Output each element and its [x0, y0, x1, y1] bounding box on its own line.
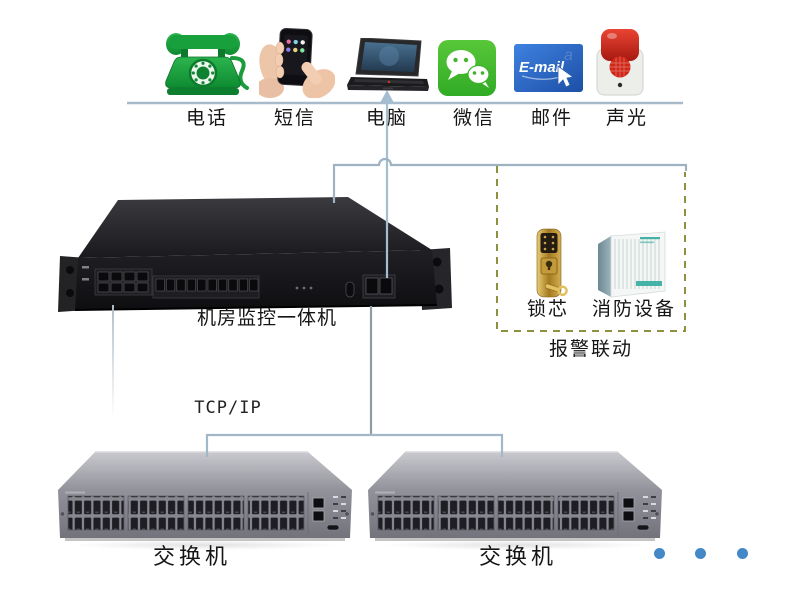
switch-right-image	[365, 448, 668, 545]
cursor-arrow-icon	[557, 65, 575, 88]
lock-label: 锁芯	[526, 299, 570, 320]
laptop-icon	[347, 38, 429, 91]
monitor-appliance-image	[58, 197, 452, 312]
slide-dot	[654, 548, 665, 559]
tcpip-label: TCP/IP	[194, 398, 262, 418]
switch-shadow	[70, 540, 340, 550]
email-icon: a E-mail	[514, 44, 583, 92]
svg-text:a: a	[564, 47, 573, 64]
channel-label-computer: 电脑	[365, 108, 409, 129]
lock-cylinder-icon	[536, 228, 568, 298]
channel-label-alarm: 声光	[605, 108, 649, 129]
monitor-appliance-label: 机房监控一体机	[196, 308, 338, 329]
channel-label-phone: 电话	[185, 108, 229, 129]
fire-equipment-icon	[598, 231, 666, 298]
switch-shadow	[380, 540, 650, 550]
channel-label-wechat: 微信	[452, 108, 496, 129]
slide-dot	[695, 548, 706, 559]
switch-right-label: 交换机	[478, 544, 558, 569]
switch-left-image	[55, 448, 358, 545]
channel-label-sms: 短信	[273, 108, 317, 129]
slide-dot	[737, 548, 748, 559]
sound-light-alarm-icon	[596, 29, 644, 96]
channel-label-email: 邮件	[530, 108, 574, 129]
email-icon-text: E-mail	[519, 59, 565, 76]
rotary-phone-icon	[165, 33, 249, 95]
wechat-icon	[438, 40, 496, 96]
switch-left-label: 交换机	[152, 544, 232, 569]
fire-equipment-label: 消防设备	[591, 299, 677, 320]
sms-hand-icon	[259, 28, 335, 98]
alarm-linkage-title: 报警联动	[548, 339, 634, 360]
